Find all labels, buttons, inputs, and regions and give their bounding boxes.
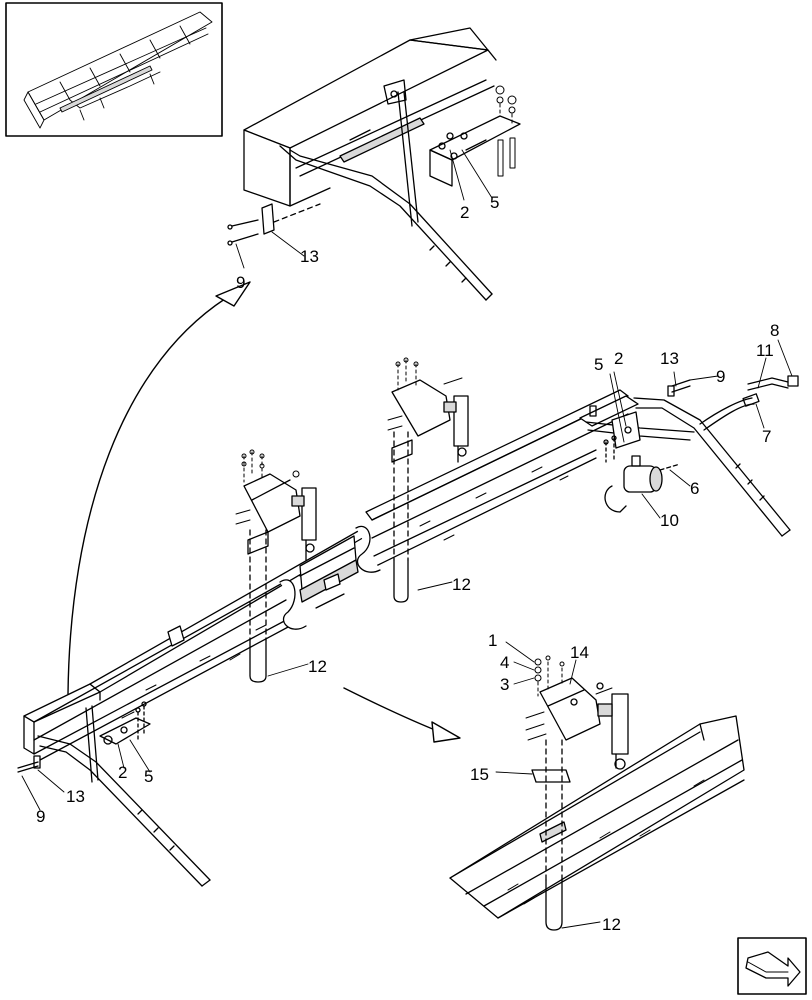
callout-5-top: 5 bbox=[490, 193, 499, 212]
callout-5-right: 5 bbox=[594, 355, 603, 374]
callout-3: 3 bbox=[500, 675, 509, 694]
callout-11: 11 bbox=[756, 341, 774, 360]
callout-13-top: 13 bbox=[300, 247, 319, 266]
callout-9-left: 9 bbox=[36, 807, 45, 826]
hanger-bracket-center bbox=[387, 357, 469, 603]
callout-12-bottom: 12 bbox=[602, 915, 621, 934]
callout-15: 15 bbox=[470, 765, 489, 784]
callout-6: 6 bbox=[690, 479, 699, 498]
callout-13-right: 13 bbox=[660, 349, 679, 368]
callout-labels: 2 5 13 9 5 2 13 9 8 11 7 6 10 12 12 2 5 … bbox=[36, 193, 779, 934]
callout-13-left: 13 bbox=[66, 787, 85, 806]
callout-7: 7 bbox=[762, 427, 771, 446]
callout-1: 1 bbox=[488, 631, 497, 650]
inset-overview-icon bbox=[5, 2, 223, 137]
right-hardware-cluster bbox=[603, 375, 799, 513]
top-detail-view bbox=[227, 27, 521, 301]
hanger-bracket-left bbox=[235, 449, 317, 683]
main-beam bbox=[17, 389, 791, 887]
view-arrow-down bbox=[343, 687, 461, 743]
callout-5-left: 5 bbox=[144, 767, 153, 786]
callout-12-left: 12 bbox=[308, 657, 327, 676]
callout-4: 4 bbox=[500, 653, 509, 672]
callout-2-right: 2 bbox=[614, 349, 623, 368]
callout-14: 14 bbox=[570, 643, 589, 662]
callout-2-left: 2 bbox=[118, 763, 127, 782]
view-arrow-up bbox=[67, 281, 251, 695]
callout-12-center: 12 bbox=[452, 575, 471, 594]
navigation-arrow-icon bbox=[737, 937, 807, 995]
callout-8: 8 bbox=[770, 321, 779, 340]
callout-9-top: 9 bbox=[236, 273, 245, 292]
bottom-detail-view bbox=[449, 655, 745, 931]
callout-10: 10 bbox=[660, 511, 679, 530]
leader-lines bbox=[21, 149, 793, 929]
callout-9-right: 9 bbox=[716, 367, 725, 386]
callout-2-top: 2 bbox=[460, 203, 469, 222]
